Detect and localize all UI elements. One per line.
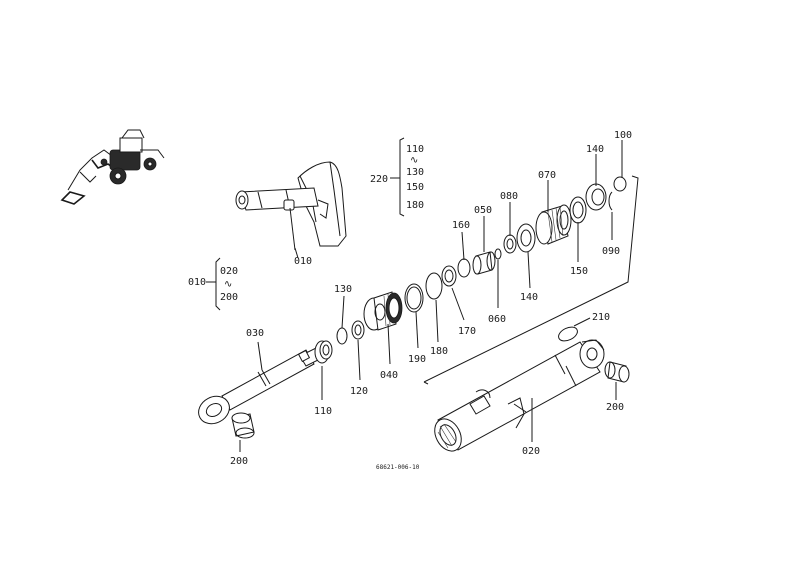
kit-220-bracket: [390, 137, 405, 217]
ring-150-illustration: [569, 196, 587, 224]
part-label-210: 210: [592, 312, 610, 323]
boom-assembly-illustration: [235, 161, 347, 251]
gland-070-illustration: [535, 204, 572, 245]
piston-rod-illustration: [198, 347, 323, 425]
part-label-190: 190: [408, 354, 426, 365]
kit-220-item-130: 130: [406, 167, 424, 178]
part-label-120: 120: [350, 386, 368, 397]
kit-010-item-200: 200: [220, 292, 238, 303]
o-ring-120-illustration: [351, 320, 365, 340]
part-label-100: 100: [614, 130, 632, 141]
part-label-060: 060: [488, 314, 506, 325]
kit-220-label: 220: [370, 174, 388, 185]
kit-220-item-150: 150: [406, 182, 424, 193]
part-label-050: 050: [474, 205, 492, 216]
snap-ring-090-illustration: [608, 191, 613, 211]
kit-010-bracket: [206, 257, 221, 311]
ring-190-illustration: [404, 283, 424, 313]
part-label-200-left: 200: [230, 456, 248, 467]
part-label-040: 040: [380, 370, 398, 381]
collar-050-illustration: [472, 251, 496, 275]
snap-ring-100-illustration: [613, 176, 627, 192]
ring-140-lower-illustration: [516, 223, 536, 253]
tractor-thumbnail-icon: [60, 129, 165, 205]
ring-160-illustration: [457, 258, 471, 278]
leader-lines: [239, 140, 623, 452]
part-label-010: 010: [294, 256, 312, 267]
part-label-020: 020: [522, 446, 540, 457]
kit-010-label: 010: [188, 277, 206, 288]
part-label-180: 180: [430, 346, 448, 357]
kit-220-range-mark: ∿: [410, 155, 418, 166]
bushing-200-left-illustration: [231, 412, 255, 439]
kit-010-item-020: 020: [220, 266, 238, 277]
part-label-090: 090: [602, 246, 620, 257]
bushing-200-right-illustration: [604, 361, 630, 383]
part-label-150: 150: [570, 266, 588, 277]
ring-140-upper-illustration: [585, 183, 607, 211]
part-label-200-right: 200: [606, 402, 624, 413]
piston-040-illustration: [363, 291, 403, 331]
part-label-030: 030: [246, 328, 264, 339]
ring-110-illustration: [314, 340, 333, 364]
part-label-140-upper: 140: [586, 144, 604, 155]
ring-180-illustration: [425, 272, 443, 300]
ring-130-illustration: [336, 327, 348, 345]
part-label-070: 070: [538, 170, 556, 181]
kit-010-range-mark: ∿: [224, 279, 232, 290]
kit-220-item-110: 110: [406, 144, 424, 155]
ring-170-illustration: [441, 265, 457, 287]
part-label-080: 080: [500, 191, 518, 202]
cylinder-tube-illustration: [434, 339, 605, 452]
part-label-170: 170: [458, 326, 476, 337]
nut-060-illustration: [494, 248, 502, 260]
part-label-130: 130: [334, 284, 352, 295]
part-label-110: 110: [314, 406, 332, 417]
ring-080-illustration: [503, 234, 517, 254]
o-ring-210-illustration: [558, 326, 578, 342]
kit-220-item-180: 180: [406, 200, 424, 211]
assembly-bracket-lines: [423, 175, 639, 385]
diagram-code: 68621-006-10: [376, 464, 420, 471]
part-label-140-lower: 140: [520, 292, 538, 303]
part-label-160: 160: [452, 220, 470, 231]
